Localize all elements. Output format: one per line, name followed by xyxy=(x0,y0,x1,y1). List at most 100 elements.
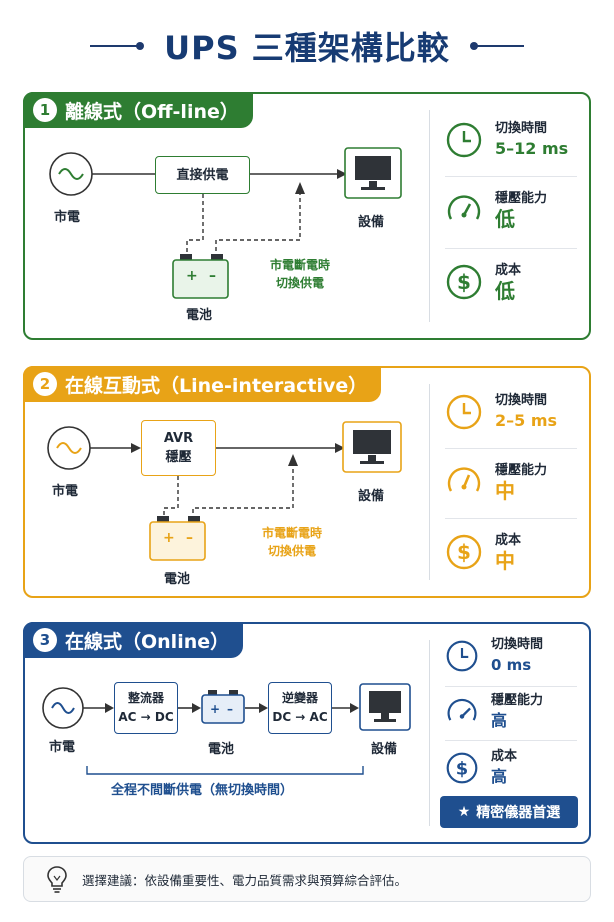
stat-separator xyxy=(445,518,577,519)
online-diagram: + – xyxy=(42,683,411,775)
card-line-interactive-title: 在線互動式（Line-interactive） xyxy=(65,374,368,397)
sine-wave-icon xyxy=(51,702,75,714)
arrow-to-avr xyxy=(131,443,141,453)
stat-value: 低 xyxy=(495,279,515,303)
svg-text:$: $ xyxy=(456,758,468,779)
svg-text:+: + xyxy=(210,702,220,716)
arrow-to-device xyxy=(350,703,359,713)
stat-value: 5–12 ms xyxy=(495,139,569,158)
direct-supply-box: 直接供電 xyxy=(155,156,250,194)
stat-label: 成本 xyxy=(491,749,518,764)
inverter-label: 逆變器 xyxy=(281,691,318,705)
arrow-up-icon xyxy=(288,454,298,466)
dollar-icon: $ xyxy=(446,752,478,784)
inverter-sublabel: DC → AC xyxy=(272,710,328,724)
stat-value: 0 ms xyxy=(491,656,532,674)
svg-text:$: $ xyxy=(457,270,471,294)
card-online-title: 在線式（Online） xyxy=(65,630,230,653)
card-offline-tag: 1 離線式（Off-line） xyxy=(23,92,253,128)
stat-cost: $ 成本低 xyxy=(445,262,580,302)
svg-text:–: – xyxy=(227,702,233,716)
dashed-box-battery xyxy=(186,194,204,258)
sine-wave-icon xyxy=(58,168,84,180)
rectifier-box: 整流器 AC → DC xyxy=(114,682,178,734)
title-bar: UPS 三種架構比較 xyxy=(0,18,614,74)
stat-separator xyxy=(445,740,577,741)
title-decoration-left xyxy=(90,42,145,50)
arrow-to-device xyxy=(337,169,347,179)
arrow-to-battery xyxy=(192,703,201,713)
stat-value: 低 xyxy=(495,207,515,231)
lightbulb-icon xyxy=(47,866,67,893)
switch-note: 市電斷電時 切換供電 xyxy=(247,524,337,560)
tip-text: 選擇建議：依設備重要性、電力品質需求與預算綜合評估。 xyxy=(82,872,408,888)
monitor-icon xyxy=(342,421,402,473)
arrow-to-inverter xyxy=(259,703,268,713)
switch-note: 市電斷電時 切換供電 xyxy=(255,256,345,292)
stat-value: 中 xyxy=(495,479,515,503)
card-number: 1 xyxy=(33,98,57,122)
sine-wave-icon xyxy=(56,442,82,454)
stat-regulation: 穩壓能力低 xyxy=(445,190,580,230)
battery-icon: + – xyxy=(172,254,229,299)
dollar-icon: $ xyxy=(446,264,482,300)
battery-label: 電池 xyxy=(164,572,191,587)
page-title: UPS 三種架構比較 xyxy=(164,29,450,67)
rectifier-label: 整流器 xyxy=(127,691,164,705)
inverter-box: 逆變器 DC → AC xyxy=(268,682,332,734)
svg-text:–: – xyxy=(209,268,216,284)
rectifier-sublabel: AC → DC xyxy=(118,710,174,724)
battery-icon: + – xyxy=(149,516,206,561)
dollar-icon: $ xyxy=(446,534,482,570)
uninterrupted-note: 全程不間斷供電（無切換時間） xyxy=(111,783,294,798)
svg-text:+: + xyxy=(186,268,198,284)
dashed-battery-device xyxy=(192,464,294,520)
star-icon: ★ xyxy=(457,804,471,820)
device-label: 設備 xyxy=(358,215,385,230)
svg-text:–: – xyxy=(186,530,193,546)
stat-separator xyxy=(445,448,577,449)
stat-regulation: 穩壓能力中 xyxy=(445,462,580,502)
stat-separator xyxy=(445,686,577,687)
card-online-tag: 3 在線式（Online） xyxy=(23,622,244,658)
card-online: 3 在線式（Online） + – 市電 整流器 AC → DC xyxy=(23,622,591,844)
line-interactive-diagram: + – xyxy=(47,421,402,561)
stat-value: 中 xyxy=(495,549,515,573)
card-offline: 1 離線式（Off-line） + – 市電 直接供電 xyxy=(23,92,591,340)
switch-note-line2: 切換供電 xyxy=(267,544,316,558)
stat-label: 成本 xyxy=(495,263,522,278)
svg-text:$: $ xyxy=(457,540,471,564)
clock-icon xyxy=(446,122,482,158)
card-offline-title: 離線式（Off-line） xyxy=(65,100,239,123)
avr-sublabel: 穩壓 xyxy=(165,450,192,465)
stat-label: 切換時間 xyxy=(495,393,548,408)
avr-label: AVR xyxy=(163,431,194,446)
stat-label: 成本 xyxy=(495,533,522,548)
card-number: 3 xyxy=(33,628,57,652)
switch-note-line2: 切換供電 xyxy=(275,276,324,290)
gauge-icon xyxy=(447,698,477,721)
source-label: 市電 xyxy=(49,740,76,755)
stat-label: 穩壓能力 xyxy=(491,693,544,708)
device-label: 設備 xyxy=(371,742,398,757)
avr-box: AVR 穩壓 xyxy=(141,420,216,476)
source-label: 市電 xyxy=(54,210,81,225)
stat-separator xyxy=(445,248,577,249)
tip-bar: 選擇建議：依設備重要性、電力品質需求與預算綜合評估。 xyxy=(23,856,591,902)
arrow-up-icon xyxy=(295,182,305,194)
switch-note-line1: 市電斷電時 xyxy=(261,526,322,540)
stat-value: 2–5 ms xyxy=(495,411,558,430)
battery-icon: + – xyxy=(201,690,245,724)
stat-label: 穩壓能力 xyxy=(495,191,548,206)
svg-text:+: + xyxy=(163,530,175,546)
recommend-badge: ★ 精密儀器首選 xyxy=(440,796,578,828)
dashed-avr-battery xyxy=(163,476,179,520)
monitor-icon xyxy=(344,147,402,199)
stat-switch-time: 切換時間 2–5 ms xyxy=(445,392,580,432)
stat-cost: $ 成本高 xyxy=(445,748,580,788)
card-divider xyxy=(429,110,430,322)
card-line-interactive: 2 在線互動式（Line-interactive） + – 市電 AVR 穩壓 … xyxy=(23,366,591,598)
card-divider xyxy=(429,640,430,826)
